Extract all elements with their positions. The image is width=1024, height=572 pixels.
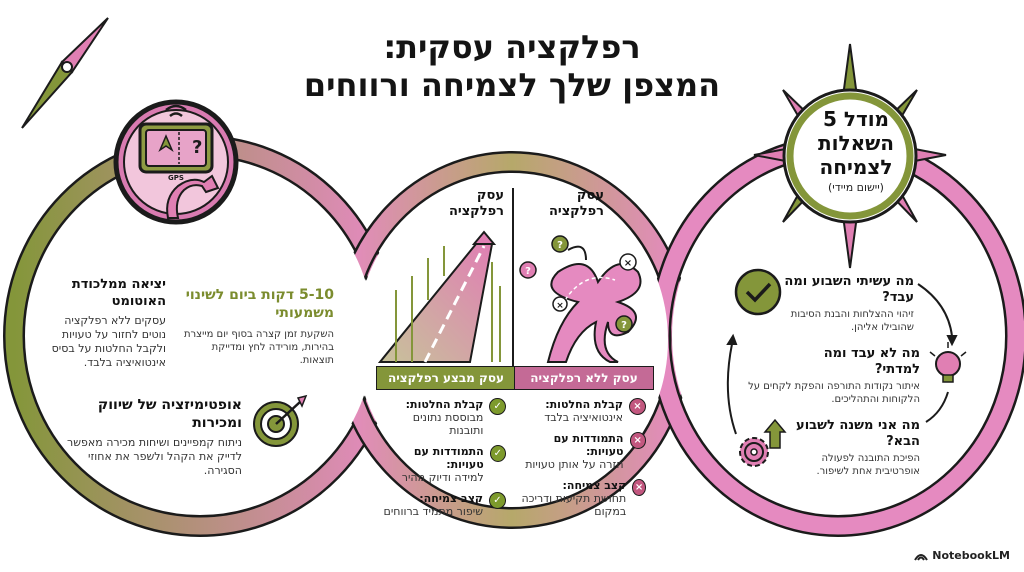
growth-model-title: מודל 5 השאלות לצמיחה (יישום מיידי): [797, 107, 915, 194]
lightbulb-icon: [929, 342, 967, 383]
automation-heading: יציאה ממלכודת האוטומט: [71, 277, 166, 309]
no-reflect-item-key: קבלת החלטות:: [545, 398, 623, 411]
question-heading: מה לא עבד ומה למדתי?: [823, 346, 920, 377]
notebooklm-logo-icon: [914, 553, 929, 561]
no-reflect-item-key: התמודדות עם טעויות:: [553, 432, 624, 458]
reflect-item-value: שיפור מתמיד ברווחים: [383, 505, 483, 518]
no-reflect-item-value: אינטואיציה בלבד: [544, 411, 623, 424]
no-reflect-column-title-text: עסק רפלקציה: [548, 188, 604, 219]
reflect-item-key: התמודדות עם טעויות:: [413, 445, 484, 471]
question-answer: הפיכת התובנה לפעולה אופרטיבית אחת לשיפור…: [816, 453, 920, 477]
svg-text:?: ?: [525, 266, 531, 277]
no-reflect-list: × קבלת החלטות:אינטואיציה בלבד × התמודדות…: [516, 398, 646, 518]
reflect-item-value: מבוססת נתונים ותובנות: [412, 411, 484, 437]
minutes-heading: 5-10 דקות ביום לשינוי משמעותי: [185, 287, 334, 321]
no-reflect-banner: עסק ללא רפלקציה: [514, 366, 654, 390]
no-reflect-item: × קצב צמיחה:תחושת תקיעות ודריכה במקום: [516, 479, 646, 518]
svg-text:×: ×: [556, 301, 564, 311]
optimization-heading: אופטימיזציה של שיווק ומכירות: [97, 397, 242, 431]
reflect-item-key: קבלת החלטות:: [405, 398, 484, 411]
x-icon: ×: [629, 398, 646, 415]
check-icon: ✓: [489, 492, 506, 509]
reflect-banner: עסק מבצע רפלקציה: [376, 366, 516, 390]
question-block: מה עשיתי השבוע ומה עבד? זיהוי ההצלחות וה…: [784, 274, 914, 334]
automation-block: יציאה ממלכודת האוטומט עסקים ללא רפלקציה …: [50, 276, 166, 370]
question-answer: זיהוי ההצלחות והבנת הסיבות שהובילו אליהן…: [790, 309, 914, 333]
minutes-text: השקעת זמן קצרה בסוף יום מייצרת בהירות, מ…: [183, 329, 334, 366]
page-title: רפלקציה עסקית: המצפן שלך לצמיחה ורווחים: [262, 28, 762, 104]
model-subtitle: (יישום מיידי): [828, 181, 884, 194]
svg-text:?: ?: [557, 240, 563, 251]
notebooklm-label: NotebookLM: [932, 549, 1010, 562]
gps-device-icon: ?: [113, 99, 239, 225]
reflect-item: ✓ התמודדות עם טעויות:למידה ודיוק מהיר: [378, 445, 506, 484]
svg-text:?: ?: [192, 137, 202, 158]
no-reflect-item-value: תחושת תקיעות ודריכה במקום: [521, 492, 627, 518]
compass-needle-icon: [21, 17, 109, 129]
question-block: מה לא עבד ומה למדתי? איתור נקודות התורפה…: [744, 346, 920, 406]
no-reflect-item: × התמודדות עם טעויות:חזרה על אותן טעויות: [516, 432, 646, 471]
question-block: מה אני משנה לשבוע הבא? הפיכת התובנה לפעו…: [790, 418, 920, 478]
reflect-item: ✓ קבלת החלטות:מבוססת נתונים ותובנות: [378, 398, 506, 437]
minutes-block: 5-10 דקות ביום לשינוי משמעותי השקעת זמן …: [178, 286, 334, 367]
gear-icon: [739, 418, 787, 467]
gps-label: GPS: [168, 174, 184, 182]
optimization-block: אופטימיזציה של שיווק ומכירות ניתוח קמפיי…: [54, 396, 242, 478]
no-reflect-item-key: קצב צמיחה:: [562, 479, 627, 492]
compass-rose-icon: [753, 43, 947, 269]
model-line-3: לצמיחה: [819, 155, 893, 179]
question-answer: איתור נקודות התורפה והפקת לקחים על הלקוח…: [748, 381, 920, 405]
target-icon: [253, 394, 308, 447]
tangled-road-icon: [546, 245, 642, 363]
x-icon: ×: [632, 479, 646, 496]
question-bubble-icon: ? ? ? × ×: [519, 235, 637, 333]
automation-text: עסקים ללא רפלקציה נוטים לחזור על טעויות …: [51, 314, 166, 369]
x-icon: ×: [629, 432, 646, 449]
question-heading: מה אני משנה לשבוע הבא?: [796, 418, 920, 449]
notebooklm-badge: NotebookLM: [914, 549, 1010, 562]
model-line-2: השאלות: [817, 131, 895, 155]
cycle-arrows: [726, 283, 958, 435]
reflect-column-title: עסק רפלקציה: [420, 188, 504, 220]
no-reflect-item-value: חזרה על אותן טעויות: [525, 458, 624, 471]
question-heading: מה עשיתי השבוע ומה עבד?: [784, 274, 914, 305]
optimization-text: ניתוח קמפיינים ושיחות מכירה מאפשר לדייק …: [67, 436, 242, 477]
reflect-item: ✓ קצב צמיחה:שיפור מתמיד ברווחים: [378, 492, 506, 518]
check-icon: ✓: [489, 398, 506, 415]
no-reflect-column-title: עסק רפלקציה: [520, 188, 604, 220]
reflect-item-key: קצב צמיחה:: [419, 492, 483, 505]
highway-road-icon: [377, 230, 501, 363]
reflect-column-title-text: עסק רפלקציה: [448, 188, 504, 219]
svg-text:×: ×: [624, 258, 632, 269]
title-line-1: רפלקציה עסקית:: [383, 28, 641, 66]
no-reflect-item: × קבלת החלטות:אינטואיציה בלבד: [516, 398, 646, 424]
model-line-1: מודל 5: [822, 107, 890, 131]
svg-text:?: ?: [621, 320, 627, 331]
reflect-list: ✓ קבלת החלטות:מבוססת נתונים ותובנות ✓ הת…: [378, 398, 506, 518]
reflect-item-value: למידה ודיוק מהיר: [401, 471, 484, 484]
check-icon: ✓: [489, 445, 506, 462]
checkmark-circle-icon: [734, 268, 782, 316]
title-line-2: המצפן שלך לצמיחה ורווחים: [303, 66, 721, 104]
